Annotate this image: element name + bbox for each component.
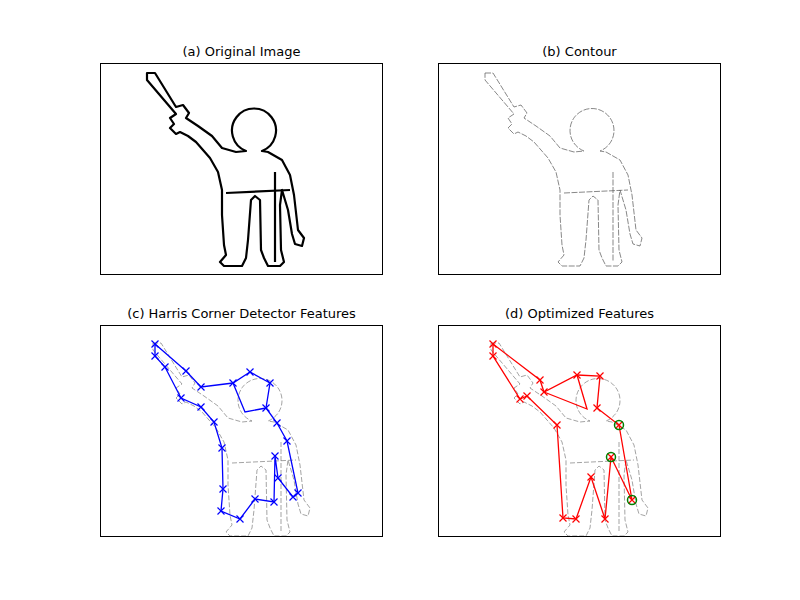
feature-marker: [162, 364, 169, 371]
feature-marker: [602, 516, 609, 523]
feature-marker: [178, 395, 185, 402]
feature-marker: [198, 384, 205, 391]
feature-polyline: [233, 383, 266, 412]
feature-marker: [183, 368, 190, 375]
feature-polyline: [155, 344, 298, 519]
feature-marker: [271, 499, 278, 506]
feature-marker: [218, 508, 225, 515]
feature-marker: [490, 353, 497, 360]
feature-polyline: [544, 375, 587, 409]
feature-marker: [554, 422, 561, 429]
feature-marker: [152, 353, 159, 360]
feature-polyline: [493, 344, 632, 519]
feature-marker: [588, 474, 595, 481]
optimized-features: [490, 341, 637, 523]
axes-panel: (d) Optimized Features: [438, 325, 721, 537]
feature-marker: [284, 438, 291, 445]
selected-marker: [628, 496, 637, 505]
feature-marker: [290, 494, 297, 501]
feature-marker: [220, 486, 227, 493]
feature-marker: [272, 453, 279, 460]
selected-marker: [615, 421, 624, 430]
feature-marker: [594, 405, 601, 412]
contour-outline: [153, 343, 310, 536]
feature-marker: [252, 496, 259, 503]
feature-marker: [537, 377, 544, 384]
feature-marker: [263, 405, 270, 412]
figure-outline: [147, 73, 304, 266]
selected-marker: [607, 453, 616, 462]
feature-marker: [247, 369, 254, 376]
panel-title: (c) Harris Corner Detector Features: [61, 306, 422, 322]
axes-panel: (c) Harris Corner Detector Features: [100, 325, 383, 537]
axes-panel: (a) Original Image: [100, 63, 383, 275]
feature-marker: [198, 404, 205, 411]
feature-marker: [211, 419, 218, 426]
panel-title: (a) Original Image: [61, 44, 422, 60]
feature-marker: [574, 372, 581, 379]
harris-features: [152, 341, 302, 523]
feature-marker: [275, 475, 282, 482]
feature-marker: [152, 341, 159, 348]
axes-panel: (b) Contour: [438, 63, 721, 275]
feature-marker: [597, 373, 604, 380]
feature-marker: [274, 420, 281, 427]
panel-title: (d) Optimized Features: [399, 306, 760, 322]
contour-outline: [485, 73, 642, 266]
feature-marker: [237, 516, 244, 523]
feature-marker: [219, 445, 226, 452]
feature-marker: [230, 380, 237, 387]
contour-outline: [491, 343, 648, 536]
feature-marker: [267, 380, 274, 387]
feature-marker: [541, 389, 548, 396]
feature-marker: [573, 516, 580, 523]
feature-marker: [517, 396, 524, 403]
feature-marker: [608, 454, 615, 461]
feature-marker: [560, 515, 567, 522]
feature-marker: [616, 422, 623, 429]
feature-marker: [295, 490, 302, 497]
panel-title: (b) Contour: [399, 44, 760, 60]
feature-marker: [490, 341, 497, 348]
feature-marker: [524, 393, 531, 400]
feature-marker: [629, 497, 636, 504]
